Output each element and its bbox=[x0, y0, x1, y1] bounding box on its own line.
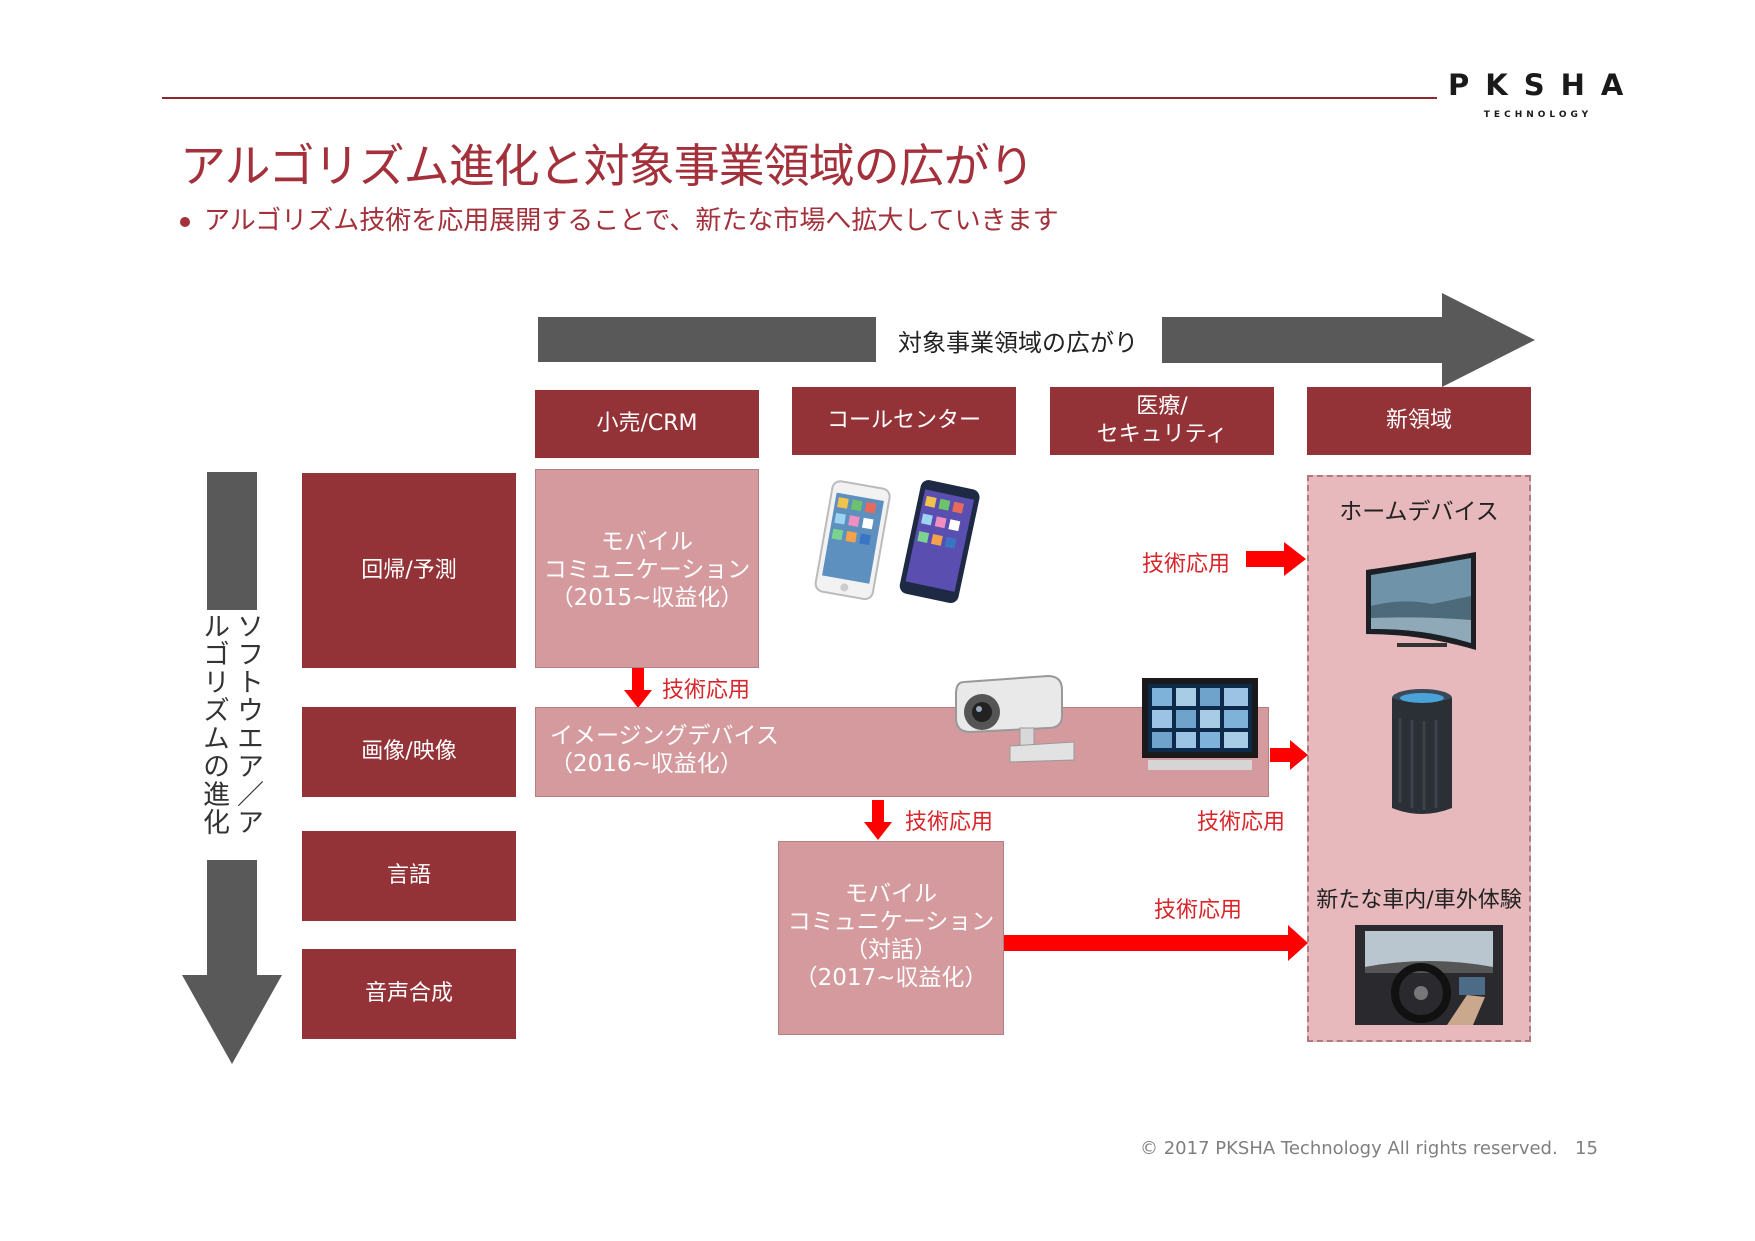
row-header-regression-prediction: 回帰/予測 bbox=[302, 473, 516, 668]
vertical-arrow-label: ソフトウエア／アルゴリズムの進化 bbox=[198, 612, 263, 836]
mobile-communication-2015-text: モバイル コミュニケーション （2015~収益化） bbox=[543, 529, 751, 611]
home-devices-label: ホームデバイス bbox=[1339, 499, 1499, 525]
mobile-communication-2015-box: モバイル コミュニケーション （2015~収益化） bbox=[535, 469, 759, 668]
column-header-new-domain: 新領域 bbox=[1307, 387, 1531, 455]
bullet-point: アルゴリズム技術を応用展開することで、新たな市場へ拡大していきます bbox=[180, 200, 1059, 237]
smart-speaker-icon bbox=[1392, 689, 1452, 814]
column-header-call-center: コールセンター bbox=[792, 387, 1016, 455]
car-interior-icon bbox=[1355, 925, 1503, 1025]
imaging-device-2016-text: イメージングデバイス （2016~収益化） bbox=[550, 723, 779, 777]
tech-application-label-1: 技術応用 bbox=[662, 678, 751, 703]
logo-tagline: TECHNOLOGY bbox=[1483, 110, 1593, 120]
horizontal-arrow-left-bar bbox=[538, 317, 876, 362]
bullet-dot-icon bbox=[180, 216, 190, 227]
slide-title: アルゴリズム進化と対象事業領域の広がり bbox=[180, 139, 1035, 193]
tech-application-label-3: 技術応用 bbox=[1154, 898, 1243, 923]
page-number: 15 bbox=[1575, 1138, 1598, 1159]
tech-application-label-top: 技術応用 bbox=[1142, 552, 1231, 577]
mobile-communication-2017-box: モバイル コミュニケーション （対話） （2017~収益化） bbox=[778, 841, 1004, 1035]
curved-tv-icon bbox=[1366, 552, 1476, 650]
bullet-text: アルゴリズム技術を応用展開することで、新たな市場へ拡大していきます bbox=[204, 206, 1059, 236]
column-header-medical-security: 医療/ セキュリティ bbox=[1050, 387, 1274, 455]
column-header-retail-crm: 小売/CRM bbox=[535, 390, 759, 458]
tech-application-arrow-down-1-icon bbox=[624, 668, 652, 708]
logo-wordmark: PKSHA bbox=[1448, 68, 1640, 102]
medical-monitor-icon bbox=[1142, 678, 1258, 770]
tech-application-label-2: 技術応用 bbox=[905, 810, 994, 835]
row-header-language: 言語 bbox=[302, 831, 516, 921]
copyright-footer: © 2017 PKSHA Technology All rights reser… bbox=[1140, 1138, 1558, 1159]
security-camera-icon bbox=[955, 674, 1075, 763]
car-experience-label: 新たな車内/車外体験 bbox=[1316, 888, 1522, 913]
tech-application-arrow-down-2-icon bbox=[864, 800, 892, 840]
tech-application-label-imaging: 技術応用 bbox=[1197, 810, 1286, 835]
tech-application-arrow-right-long-icon bbox=[1004, 925, 1308, 961]
vertical-arrow-top-bar bbox=[207, 472, 257, 610]
smartphones-icon bbox=[814, 480, 980, 604]
horizontal-arrow-label: 対象事業領域の広がり bbox=[898, 329, 1138, 357]
row-header-image-video: 画像/映像 bbox=[302, 707, 516, 797]
row-header-speech-synthesis: 音声合成 bbox=[302, 949, 516, 1039]
company-logo: PKSHA TECHNOLOGY bbox=[1448, 68, 1628, 120]
tech-application-arrow-right-imaging-icon bbox=[1270, 740, 1308, 770]
mobile-communication-2017-text: モバイル コミュニケーション （対話） （2017~収益化） bbox=[787, 881, 995, 991]
tech-application-arrow-right-top-icon bbox=[1246, 542, 1306, 576]
vertical-arrow-head-icon bbox=[182, 860, 282, 1064]
horizontal-arrow-head-icon bbox=[1162, 293, 1535, 387]
header-rule bbox=[162, 97, 1437, 99]
